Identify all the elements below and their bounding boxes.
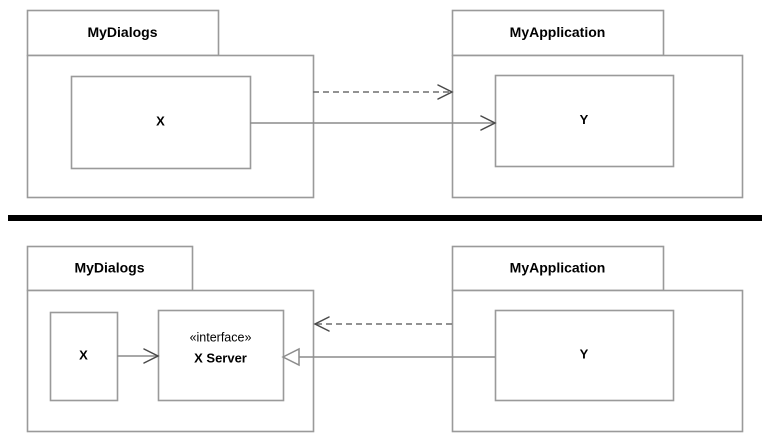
package-name-mydialogs-top: MyDialogs <box>87 24 157 40</box>
package-name-mydialogs-bottom: MyDialogs <box>74 260 144 276</box>
class-box-class-y-bottom <box>494 309 675 402</box>
class-name-class-x-top: X <box>156 113 165 128</box>
class-box-class-y-top <box>494 74 675 168</box>
edge-class-x-to-xserver[interactable] <box>117 348 160 364</box>
arrowhead-hollow-class-usage-bottom <box>281 347 300 367</box>
panel-divider <box>8 215 762 221</box>
package-name-myapplication-bottom: MyApplication <box>510 260 606 276</box>
class-class-y-bottom[interactable]: Y <box>494 309 675 402</box>
package-tab-myapplication-bottom <box>451 245 665 292</box>
edge-class-dependency-top[interactable] <box>250 115 497 131</box>
class-name-class-y-bottom: Y <box>580 346 589 361</box>
arrowhead-open-pkg-dependency-top <box>437 84 454 100</box>
class-class-y-top[interactable]: Y <box>494 74 675 168</box>
class-name-class-xserver: X Server <box>194 350 247 365</box>
panels-layer: MyDialogsXMyApplicationYMyDialogsX«inter… <box>26 9 744 433</box>
class-class-x-top[interactable]: X <box>70 75 252 170</box>
divider-layer <box>8 215 762 221</box>
class-class-xserver[interactable]: «interface» X Server <box>157 309 285 402</box>
arrowhead-open-pkg-dependency-bottom <box>313 316 330 332</box>
package-tab-mydialogs-top <box>26 9 220 57</box>
arrowhead-open-class-dependency-top <box>480 115 497 131</box>
class-box-class-xserver <box>157 309 285 402</box>
class-name-class-y-top: Y <box>580 112 589 127</box>
edge-class-usage-bottom[interactable] <box>281 347 495 367</box>
package-name-myapplication-top: MyApplication <box>510 24 606 40</box>
edge-pkg-dependency-top[interactable] <box>313 84 454 100</box>
class-stereotype-class-xserver: «interface» <box>190 330 252 344</box>
edge-pkg-dependency-bottom[interactable] <box>313 316 452 332</box>
class-class-x-bottom[interactable]: X <box>49 311 119 402</box>
package-tab-myapplication-top <box>451 9 665 57</box>
class-name-class-x-bottom: X <box>79 347 88 362</box>
arrowhead-open-class-x-to-xserver <box>143 348 160 364</box>
